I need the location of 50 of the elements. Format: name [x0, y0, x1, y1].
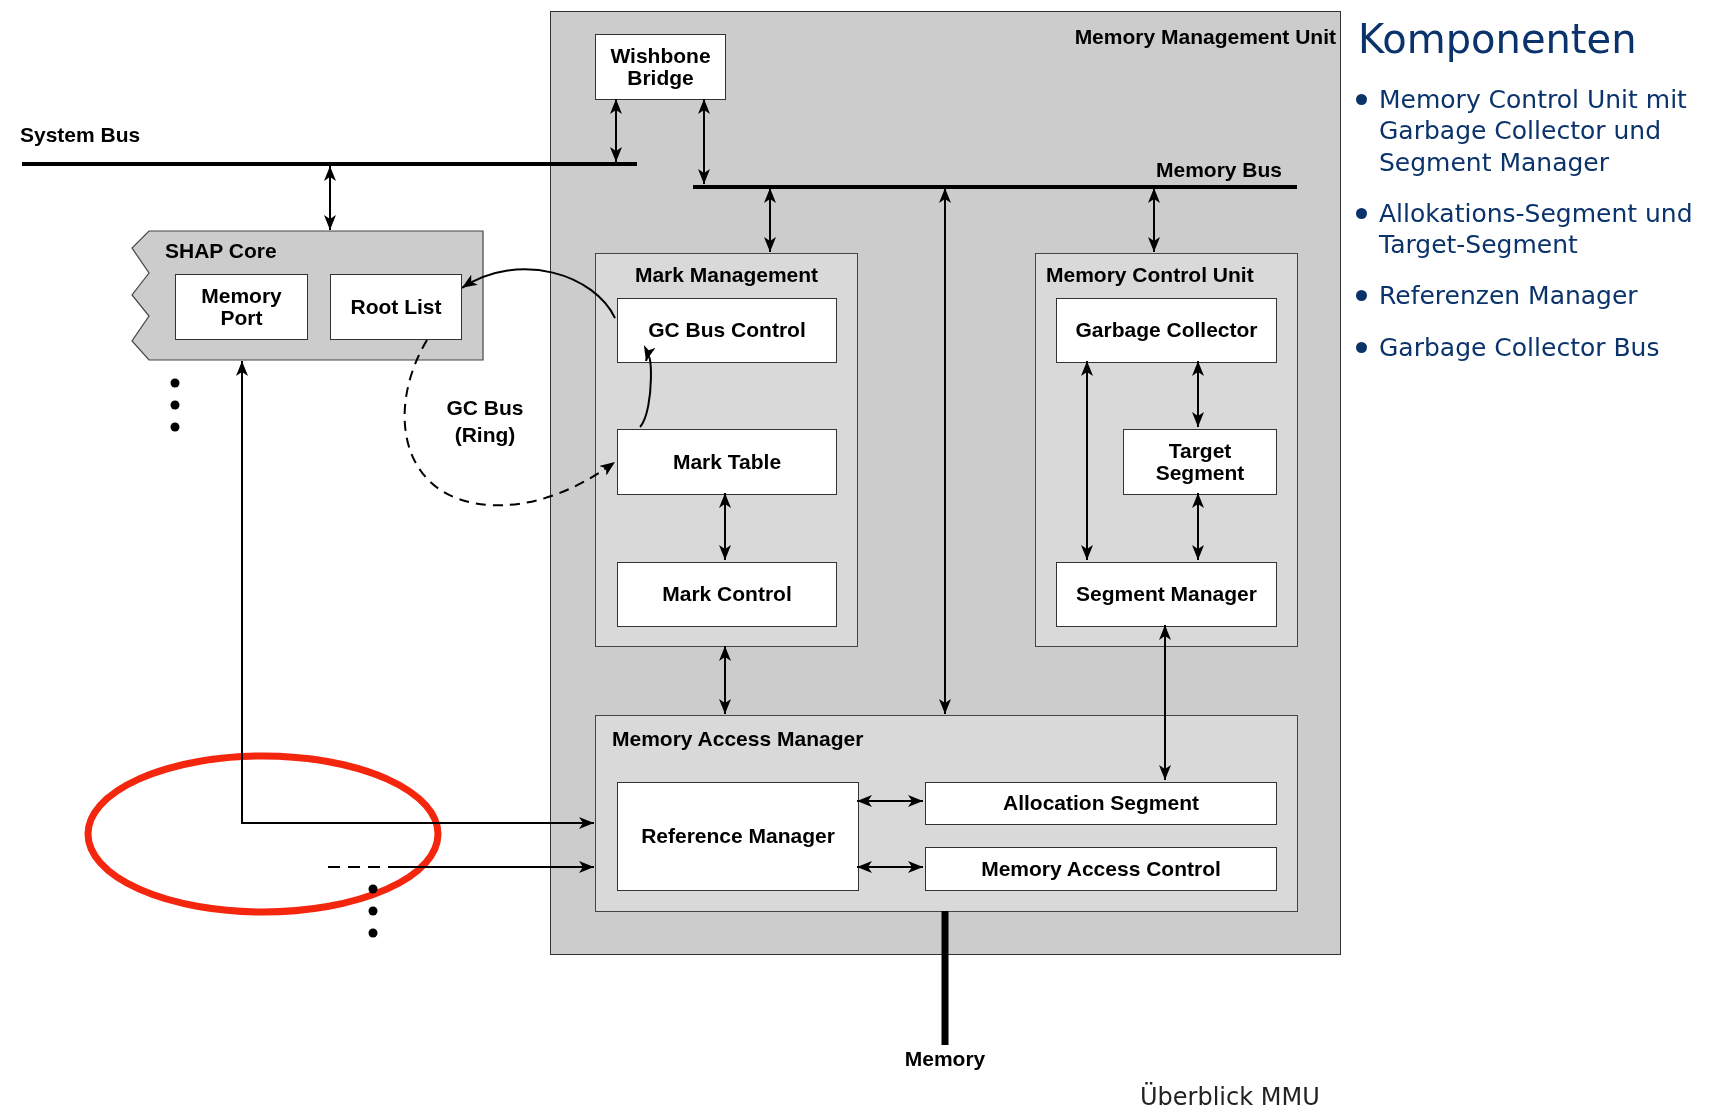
- component-box: Allocation Segment: [925, 782, 1277, 825]
- slide-title: Komponenten: [1358, 15, 1637, 64]
- arrow: [698, 98, 710, 185]
- arrow: [719, 492, 731, 561]
- component-box: Memory Access Control: [925, 847, 1277, 891]
- arrow: [1081, 360, 1093, 561]
- memory-label: Memory: [895, 1045, 995, 1073]
- slide-caption: Überblick MMU: [1140, 1082, 1320, 1112]
- arrow: [856, 861, 924, 873]
- bullet-text: Allokations-Segment und Target-Segment: [1379, 197, 1694, 261]
- module-panel: [595, 253, 858, 647]
- arrow: [324, 165, 336, 231]
- component-box: Root List: [330, 274, 462, 340]
- component-box: Target Segment: [1123, 429, 1277, 495]
- bus-label: System Bus: [20, 122, 141, 148]
- arrow: [461, 268, 616, 320]
- panel-title: Memory Control Unit: [1046, 262, 1254, 288]
- component-box: Reference Manager: [617, 782, 859, 891]
- component-box: GC Bus Control: [617, 298, 837, 363]
- arrow: [236, 360, 595, 829]
- arrow: [764, 187, 776, 253]
- arrow: [327, 861, 595, 873]
- panel-title: Memory Management Unit: [1074, 24, 1336, 50]
- arrow: [1159, 624, 1171, 781]
- module-panel: [595, 715, 1298, 912]
- arrow: [1192, 492, 1204, 561]
- arrow: [639, 344, 657, 428]
- arrow: [610, 98, 622, 163]
- ring-label: GC Bus (Ring): [445, 395, 525, 449]
- panel-title: SHAP Core: [165, 238, 277, 264]
- arrow: [1192, 360, 1204, 428]
- panel-title: Memory Access Manager: [612, 726, 864, 752]
- bullet-text: Garbage Collector Bus: [1379, 331, 1660, 363]
- component-box: Mark Control: [617, 562, 837, 627]
- unit-panel: [550, 11, 1341, 955]
- component-box: Garbage Collector: [1056, 298, 1277, 363]
- arrow: [939, 187, 951, 715]
- component-box: Memory Port: [175, 274, 308, 340]
- arrow: [856, 795, 924, 807]
- panel-title: Mark Management: [633, 262, 820, 288]
- component-box: Segment Manager: [1056, 562, 1277, 627]
- arrow: [1148, 187, 1160, 253]
- arrow: [719, 645, 731, 715]
- core-panel: [131, 230, 484, 361]
- bullet-text: Memory Control Unit mit Garbage Collector und Segment Manager: [1379, 84, 1688, 178]
- bullet-text: Referenzen Manager: [1379, 280, 1638, 312]
- module-panel: [1035, 253, 1298, 647]
- component-box: Mark Table: [617, 429, 837, 495]
- bus-label: Memory Bus: [1156, 157, 1283, 183]
- component-box: Wishbone Bridge: [595, 34, 726, 100]
